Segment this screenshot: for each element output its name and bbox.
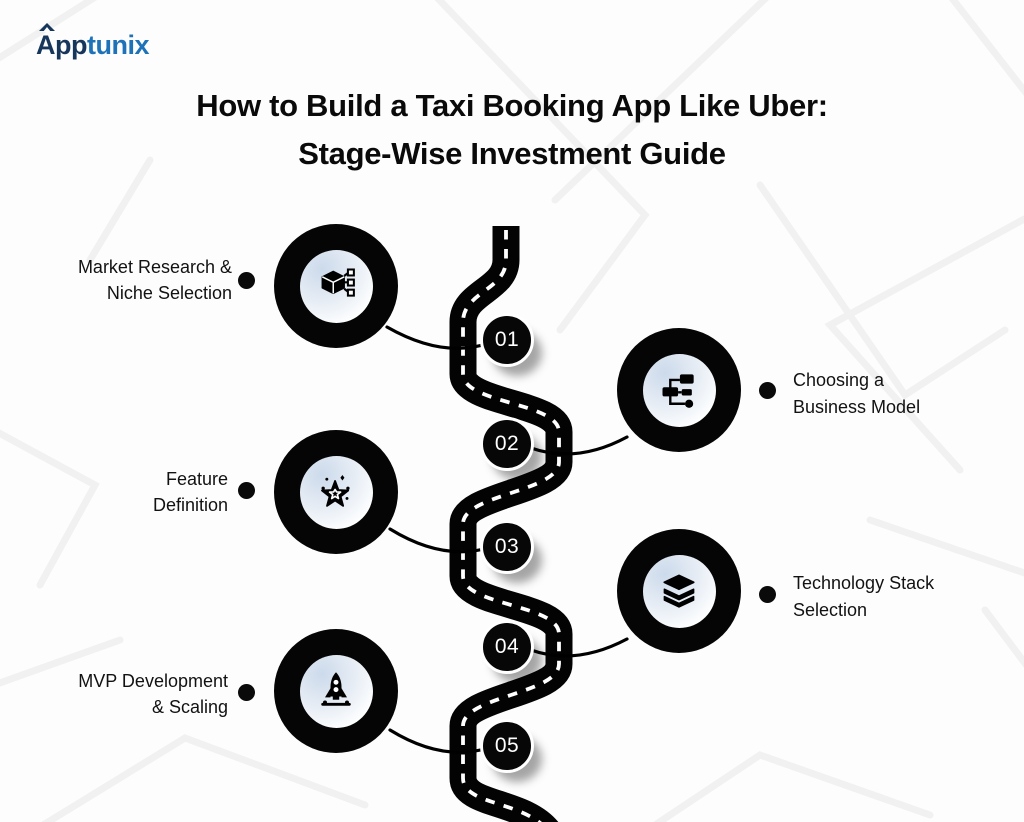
- milestone-circle-tech-stack: [617, 529, 741, 653]
- label-line: Business Model: [793, 397, 921, 417]
- stage-badge-05: 05: [480, 719, 534, 773]
- bullet-dot: [759, 586, 776, 603]
- label-line: Definition: [152, 495, 228, 515]
- milestone-circle-mvp: [274, 629, 398, 753]
- page-title: How to Build a Taxi Booking App Like Ube…: [0, 82, 1024, 178]
- stage-number: 03: [494, 535, 520, 558]
- milestone-circle-market-research: [274, 224, 398, 348]
- milestone-circle-business-model: [617, 328, 741, 452]
- title-line-2: Stage-Wise Investment Guide: [298, 136, 726, 171]
- milestone-circle-feature-definition: [274, 430, 398, 554]
- flowchart-icon: [662, 374, 694, 408]
- logo-caret-icon: [39, 23, 55, 32]
- milestone-inner-disc: [642, 353, 716, 427]
- stage-connectors: [385, 325, 629, 754]
- milestone-inner-disc: [299, 249, 373, 323]
- milestone-inner-disc: [299, 455, 373, 529]
- stage-label-feature-definition: Feature Definition: [153, 466, 228, 518]
- road-center-dashes: [461, 230, 561, 822]
- stage-badge-01: 01: [480, 313, 534, 367]
- stage-label-business-model: Choosing a Business Model: [793, 367, 920, 421]
- stage-badge-03: 03: [480, 520, 534, 574]
- featured-star-icon: [321, 475, 350, 507]
- cube-network-icon: [321, 268, 355, 297]
- bullet-dot: [759, 382, 776, 399]
- label-line: Niche Selection: [106, 283, 232, 303]
- stage-badge-02: 02: [480, 417, 534, 471]
- bullet-dot: [238, 684, 255, 701]
- logo-text-blue: tunix: [86, 30, 150, 60]
- label-line: Market Research &: [77, 257, 232, 277]
- label-line: & Scaling: [151, 697, 228, 717]
- stage-number: 01: [494, 328, 520, 351]
- rocket-launch-icon: [321, 672, 351, 706]
- label-line: Technology Stack: [793, 573, 935, 593]
- stage-label-market-research: Market Research & Niche Selection: [78, 254, 232, 306]
- title-line-1: How to Build a Taxi Booking App Like Ube…: [196, 88, 828, 123]
- stage-number: 04: [494, 635, 520, 658]
- milestone-inner-disc: [642, 554, 716, 628]
- layers-stack-icon: [663, 574, 695, 608]
- label-line: MVP Development: [78, 671, 228, 691]
- logo-text-dark: App: [36, 30, 87, 60]
- label-line: Choosing a: [793, 370, 885, 390]
- stage-badge-04: 04: [480, 620, 534, 674]
- label-line: Feature: [165, 469, 228, 489]
- apptunix-logo: Apptunix: [36, 23, 150, 61]
- stage-number: 02: [494, 432, 520, 455]
- stage-label-tech-stack: Technology Stack Selection: [793, 570, 934, 624]
- bullet-dot: [238, 482, 255, 499]
- bullet-dot: [238, 272, 255, 289]
- milestone-inner-disc: [299, 654, 373, 728]
- stage-label-mvp: MVP Development & Scaling: [78, 668, 228, 720]
- label-line: Selection: [793, 600, 868, 620]
- stage-number: 05: [494, 734, 520, 757]
